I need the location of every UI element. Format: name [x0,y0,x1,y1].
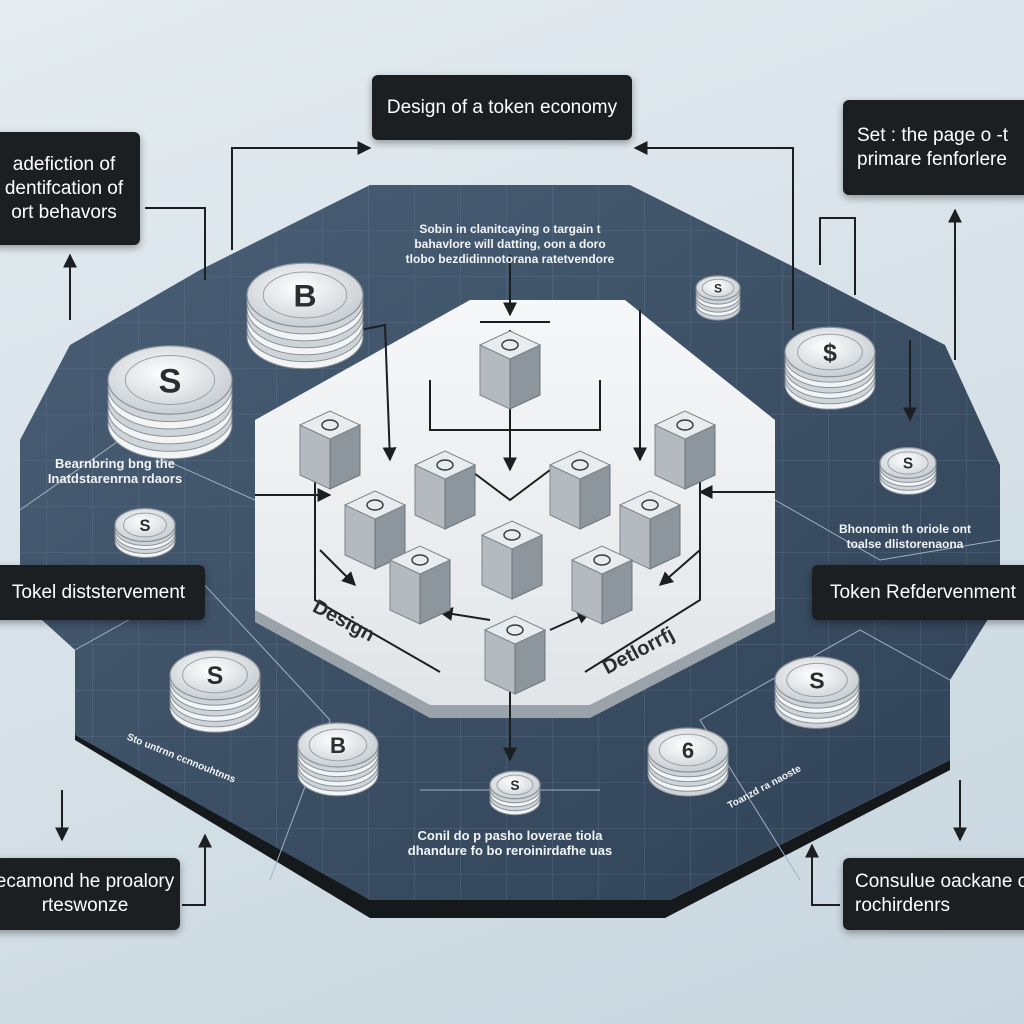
coin-symbol-icon: S [809,667,824,693]
label-line: primare fenforlere [857,148,1007,170]
coin-stack: S [107,345,233,460]
coin-stack: S [695,275,741,321]
coin-stack: S [114,507,176,558]
label-top-left: adefiction of dentifcation of ort behavo… [0,132,140,245]
token-box [478,330,542,410]
inner-hexagon-side [255,610,775,718]
token-symbol-icon [641,499,659,511]
coin-stack: 6 [647,727,729,797]
token-symbol-icon [501,339,519,351]
coin-symbol-icon: S [207,663,224,690]
token-box [653,410,717,490]
coin-stack: B [246,262,364,370]
token-box [570,545,634,625]
token-symbol-icon [571,459,589,471]
token-symbol-icon [503,529,521,541]
text-line: dhandure fo bo reroinirdafhe uas [407,843,613,858]
token-box [388,545,452,625]
token-box [343,490,407,570]
label-line: adefiction of [12,153,116,175]
platform-text-bottom: Conil do p pasho loverae tiola dhandure … [385,828,635,858]
title-label: Design of a token economy [372,75,632,140]
token-box [618,490,682,570]
label-line: Set : the page o -t [857,124,1009,146]
label-line: Token Refdervenment [830,581,1016,603]
label-line: ecamond he proalory [0,871,175,892]
inner-hexagon [255,300,775,705]
platform-text-right: Bhonomin th oriole ont toalse dlistorena… [810,522,1000,552]
connector-arrows [55,141,967,906]
coin-symbol-icon: S [139,517,150,535]
token-box [480,520,544,600]
label-line: rteswonze [41,895,129,916]
token-box [548,450,612,530]
coin-stack: S [169,649,261,733]
token-box [298,410,362,490]
token-symbol-icon [506,624,524,636]
label-line: rochirdenrs [855,895,951,916]
platform-text-left: Bearnbring bng the Inatdstarenrna rdaors [25,456,205,486]
token-symbol-icon [321,419,339,431]
platform-edge [75,730,950,918]
text-line: Inatdstarenrna rdaors [47,471,183,486]
text-line: Bhonomin th oriole ont [839,522,971,536]
token-boxes [298,330,717,695]
label-line: ort behavors [11,201,117,223]
platform-text-top: Sobin in clanitcaying o targain t bahavl… [380,222,640,267]
coin-symbol-icon: S [510,778,519,793]
coin-stack: S [879,447,937,495]
text-line: Sobin in clanitcaying o targain t [419,222,601,236]
coin-stack: S [489,770,541,816]
coin-symbol-icon: S [159,362,182,400]
token-box [483,615,547,695]
token-box [413,450,477,530]
flow-lines [255,310,775,673]
token-symbol-icon [366,499,384,511]
text-line: toalse dlistorenaona [846,537,964,551]
token-symbol-icon [593,554,611,566]
label-top-right: Set : the page o -t primare fenforlere [843,100,1024,195]
label-bottom-right: Consulue oackane of rochirdenrs [843,858,1024,930]
token-symbol-icon [411,554,429,566]
token-symbol-icon [436,459,454,471]
token-symbol-icon [676,419,694,431]
coin-stack: $ [784,326,876,410]
text-line: Conil do p pasho loverae tiola [417,828,603,843]
label-line: Consulue oackane of [855,871,1024,892]
label-bottom-left: ecamond he proalory rteswonze [0,858,180,930]
label-mid-left: Tokel diststervement [0,565,205,620]
coin-stack: S [774,656,860,729]
coin-symbol-icon: 6 [682,738,694,763]
coin-symbol-icon: B [330,733,346,758]
coin-symbol-icon: S [714,281,722,295]
text-line: bahavlore will datting, oon a doro [414,237,606,251]
label-mid-right: Token Refdervenment [812,565,1024,620]
coin-stack: B [297,722,379,797]
text-line: tlobo bezdidinnotorana ratetvendore [405,252,615,266]
platform-line [774,499,1001,561]
coin-symbol-icon: B [293,278,316,314]
text-line: Bearnbring bng the [55,456,175,471]
title-text: Design of a token economy [386,96,618,118]
coin-symbol-icon: $ [823,340,837,367]
label-line: dentifcation of [4,177,124,199]
coin-symbol-icon: S [903,456,913,473]
label-line: Tokel diststervement [11,581,186,603]
